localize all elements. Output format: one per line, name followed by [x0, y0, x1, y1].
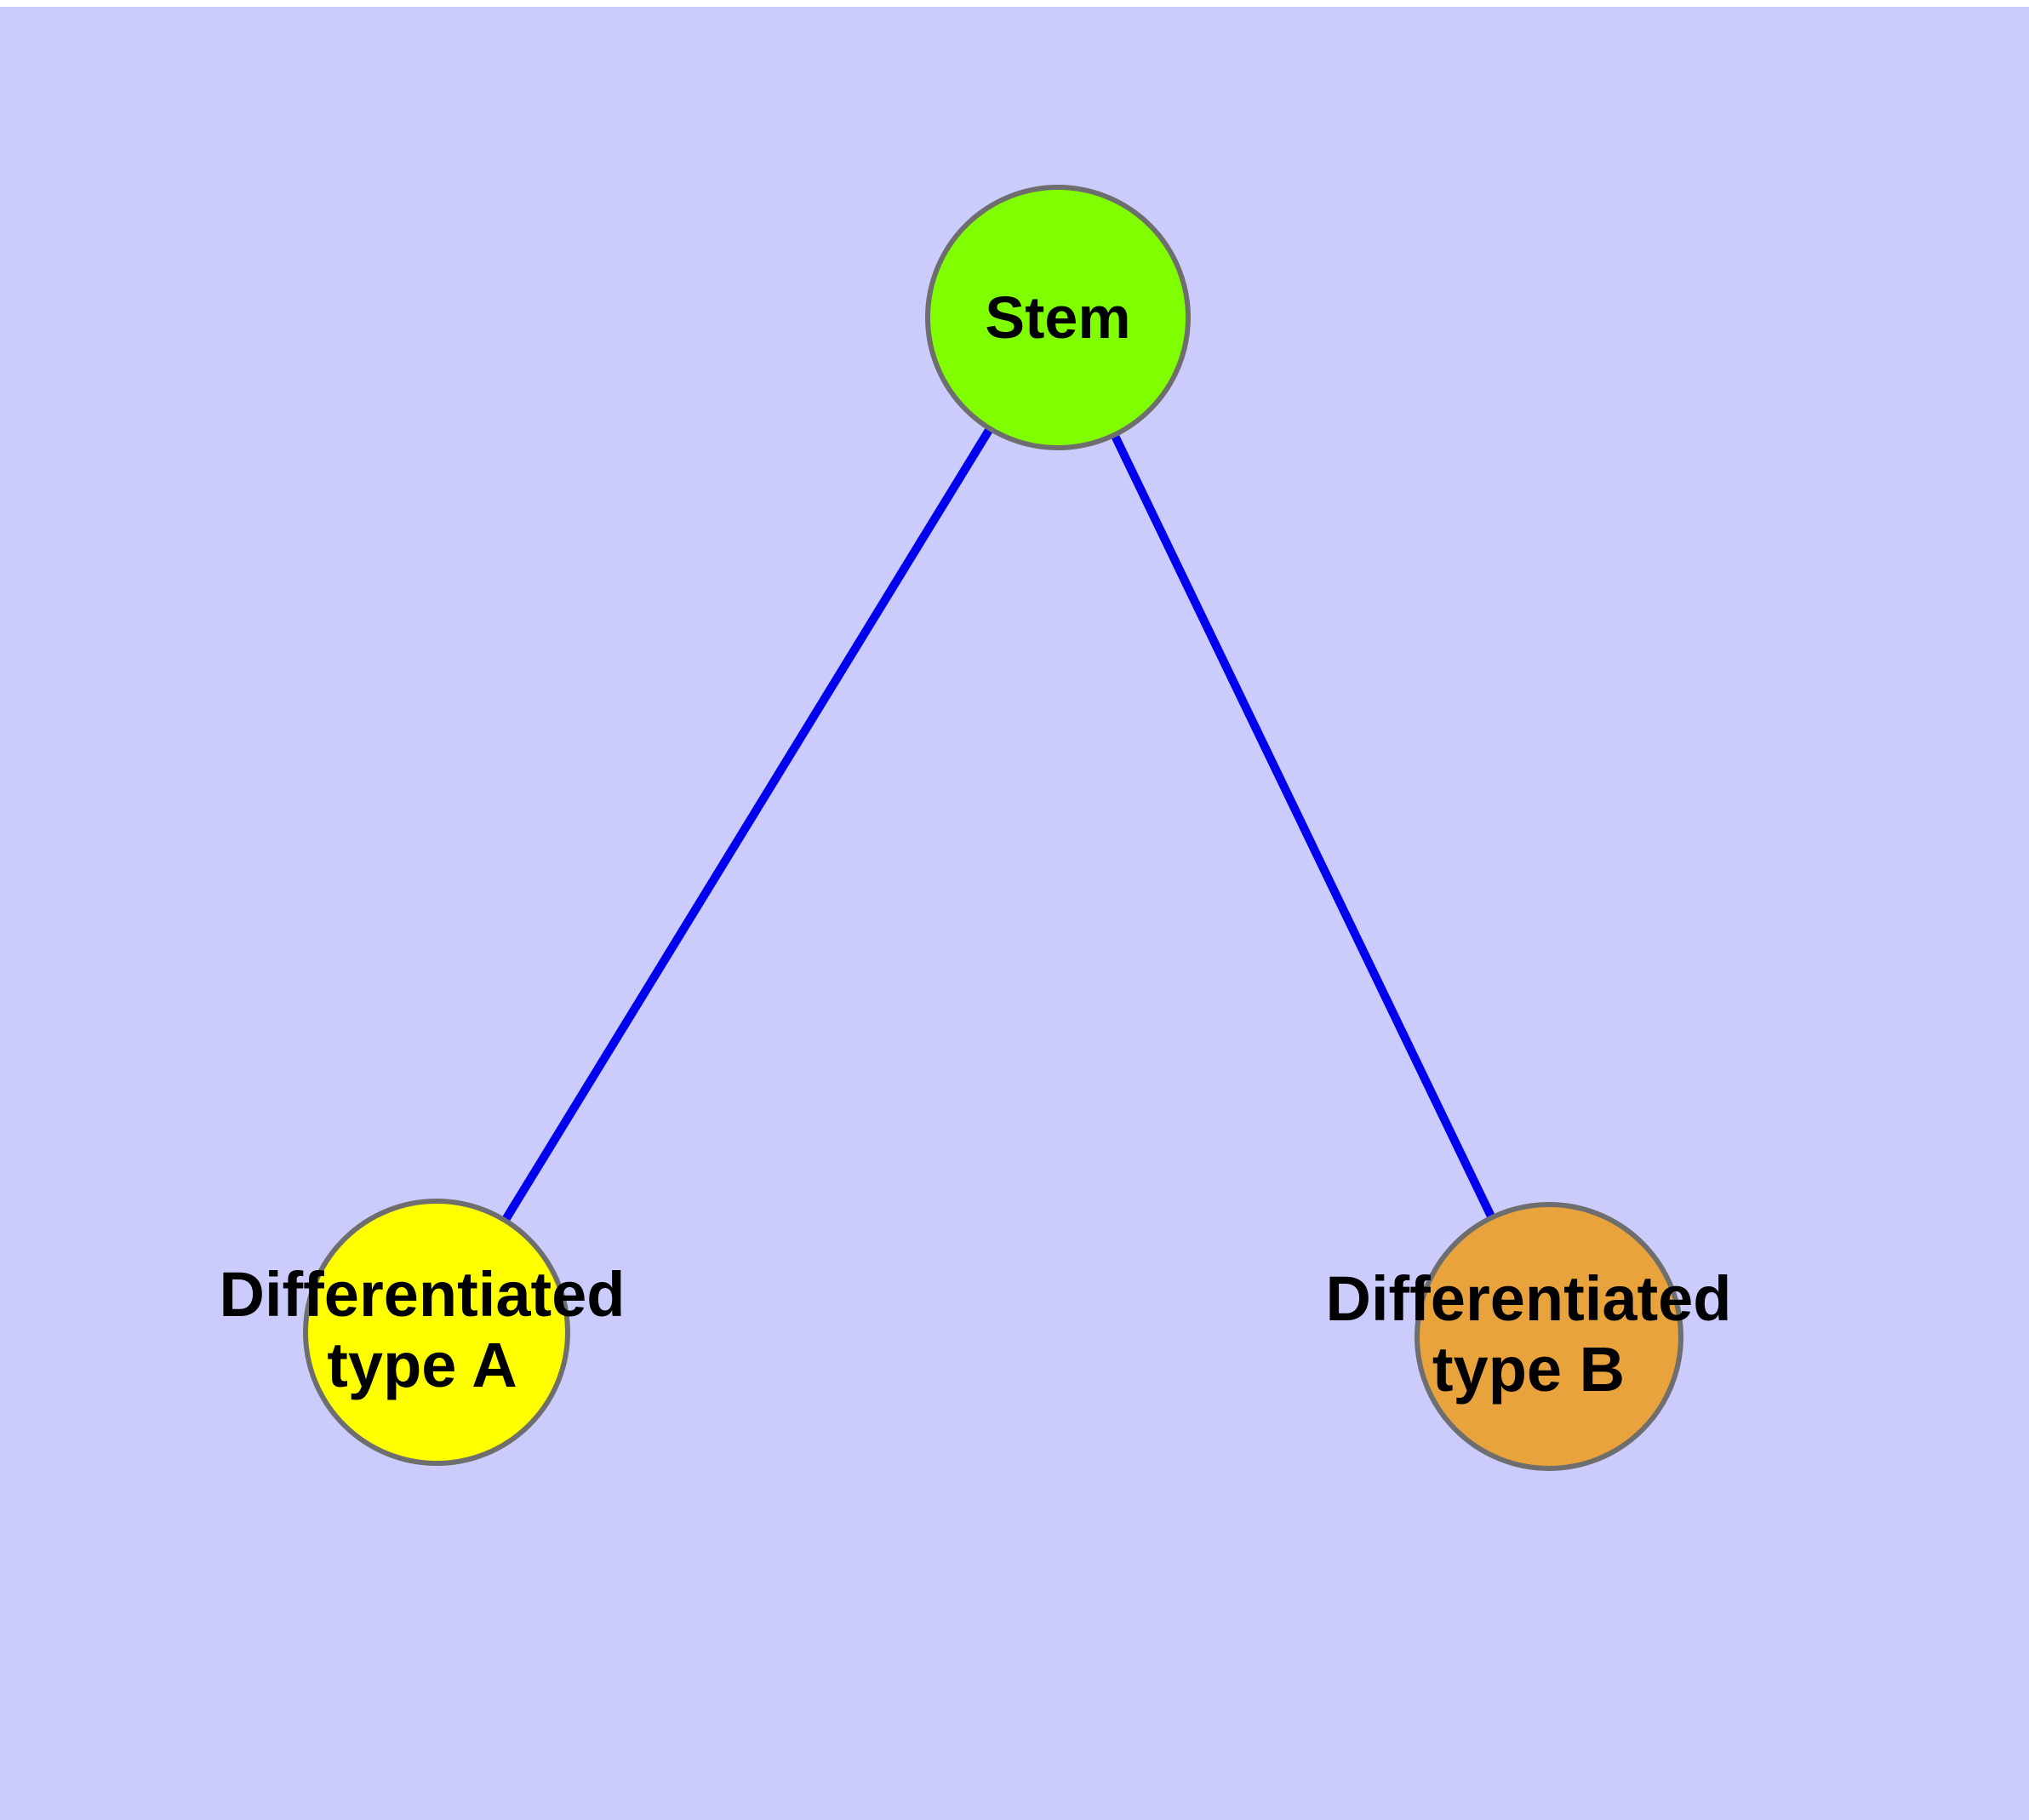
graph-edge [502, 427, 993, 1222]
graph-node-diff_b[interactable] [1415, 1202, 1683, 1471]
graph-node-diff_a[interactable] [303, 1199, 570, 1466]
edge-layer [502, 427, 1495, 1222]
graph-node-stem[interactable] [925, 185, 1191, 450]
node-layer [303, 185, 1683, 1471]
graph-edge [1111, 434, 1495, 1218]
